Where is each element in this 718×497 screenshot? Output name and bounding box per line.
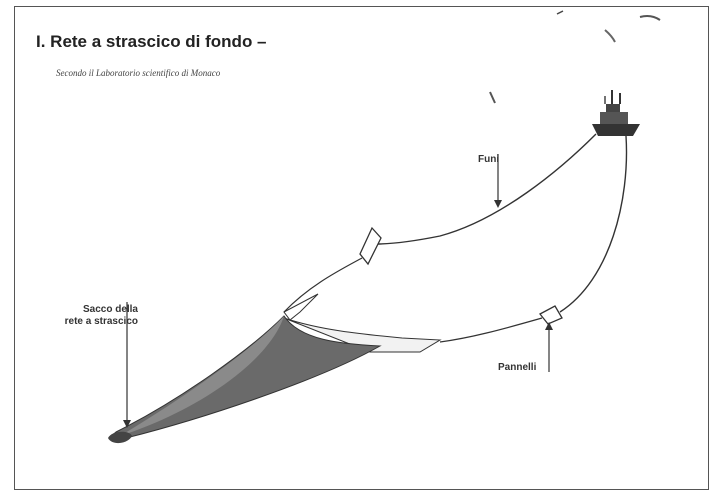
pointer-sacco-arrow [123, 420, 131, 428]
speck-4 [489, 91, 496, 104]
sweep-lower [439, 317, 543, 343]
label-pannelli: Pannelli [498, 362, 537, 373]
label-sacco-line2: rete a strascico [64, 316, 138, 327]
figure-subtitle: Secondo il Laboratorio scientifico di Mo… [56, 68, 221, 78]
figure-frame [14, 6, 709, 490]
figure-title: I. Rete a strascico di fondo – [36, 32, 267, 51]
otter-board-lower [539, 305, 563, 325]
pointer-pannelli-arrow [545, 322, 553, 330]
otter-board-upper [359, 226, 382, 266]
label-sacco-line1: Sacco della [82, 304, 138, 315]
warp-cable-lower [559, 135, 628, 313]
label-funi: Funi [478, 154, 500, 165]
sweep-upper [283, 257, 363, 313]
cod-end [108, 431, 132, 444]
boat-icon [592, 90, 640, 136]
net-mouth [283, 317, 442, 353]
warp-cable-upper [375, 133, 597, 245]
speck-3 [604, 29, 616, 43]
pointer-funi-arrow [494, 200, 502, 208]
speck-1 [556, 10, 564, 15]
label-sacco: Sacco della rete a strascico [40, 304, 138, 328]
net-wing-upper [283, 293, 319, 321]
speck-2 [639, 15, 661, 21]
